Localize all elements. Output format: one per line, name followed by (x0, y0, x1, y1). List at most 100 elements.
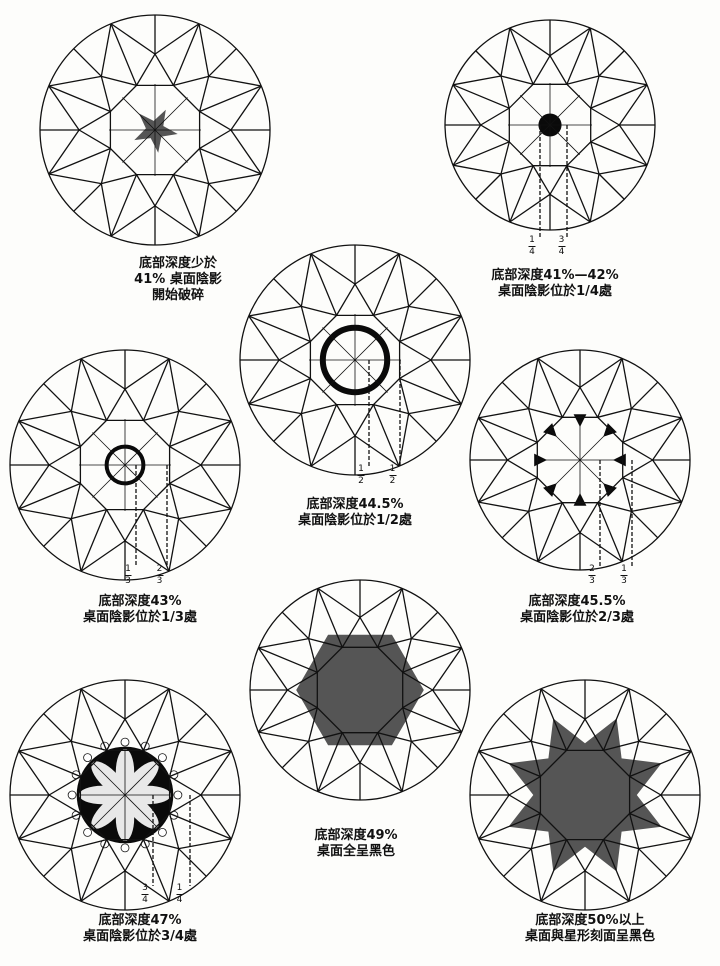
bezel-edge (354, 435, 400, 467)
star-facet-edge (301, 305, 337, 317)
star-facet-edge (124, 388, 145, 421)
bezel-edge (652, 417, 683, 461)
star-facet-edge (78, 110, 111, 131)
bezel-edge (169, 420, 232, 448)
bezel-edge (80, 688, 108, 751)
fraction-bar (176, 894, 183, 895)
bezel-edge (566, 27, 591, 85)
star-facet-edge (398, 378, 410, 414)
star-facet-edge (124, 509, 145, 542)
star-facet-edge (561, 502, 581, 533)
denominator: 3 (125, 576, 131, 586)
bezel-edge (48, 129, 80, 175)
pavilion-reflection (92, 432, 126, 466)
bezel-edge (168, 358, 180, 412)
bezel-edge (48, 147, 111, 175)
upper-girdle-edge (475, 50, 502, 77)
upper-girdle-edge (208, 183, 237, 212)
bezel-edge (631, 408, 682, 419)
bezel-edge (80, 688, 126, 720)
bezel-edge (602, 688, 630, 751)
star-facet-edge (143, 508, 179, 520)
bezel-edge (18, 750, 81, 778)
bezel-edge (310, 435, 356, 467)
upper-girdle-edge (43, 713, 72, 742)
bezel-edge (579, 357, 623, 388)
denominator: 3 (621, 576, 627, 586)
bezel-edge (300, 413, 312, 467)
pavilion-reflection (154, 97, 188, 131)
upper-girdle-edge (178, 518, 207, 547)
bezel-edge (432, 689, 463, 733)
bezel-edge (628, 688, 640, 742)
star-facet-edge (584, 839, 605, 872)
star-facet-edge (628, 741, 640, 777)
bezel-edge (248, 315, 311, 343)
bezel-edge (200, 464, 232, 510)
bezel-edge (589, 27, 600, 77)
bezel-edge (540, 688, 568, 751)
star-facet-edge (101, 75, 137, 87)
star-facet-edge (528, 502, 563, 512)
bezel-edge (18, 420, 50, 466)
diamond-d5 (469, 349, 691, 571)
bezel-edge (430, 359, 462, 405)
caption-line: 桌面陰影位於1/4處 (498, 284, 612, 299)
star-facet-edge (335, 404, 356, 437)
girdle-bead (83, 753, 92, 762)
denominator: 4 (176, 895, 183, 905)
bezel-edge (478, 477, 538, 503)
bezel-edge (18, 812, 81, 840)
bezel-edge (308, 741, 319, 792)
star-facet-edge (549, 55, 568, 85)
bezel-edge (80, 358, 126, 390)
caption-d4: 底部深度43%桌面陰影位於1/3處 (83, 594, 197, 626)
pavilion-reflection (520, 124, 551, 155)
star-facet-edge (402, 707, 412, 742)
bezel-edge (537, 502, 563, 562)
star-facet-edge (198, 148, 210, 184)
upper-girdle-edge (408, 278, 437, 307)
bezel-edge (80, 509, 108, 572)
star-facet-edge (508, 775, 541, 796)
upper-girdle-edge (281, 740, 310, 769)
bezel-edge (18, 508, 72, 520)
star-facet-edge (500, 141, 510, 175)
bezel-edge (248, 377, 311, 405)
bezel-edge (597, 358, 623, 418)
bezel-edge (317, 587, 361, 618)
bezel-edge (80, 358, 108, 421)
bezel-edge (478, 501, 529, 512)
denominator: 3 (156, 576, 163, 586)
star-facet-edge (308, 732, 343, 742)
star-facet-edge (168, 483, 180, 519)
upper-girdle-edge (503, 848, 532, 877)
bezel-edge (399, 377, 462, 405)
fraction-bar (588, 575, 596, 576)
star-facet-edge (100, 76, 112, 112)
star-facet-edge (402, 671, 433, 691)
star-facet-edge (105, 718, 126, 751)
bezel-edge (530, 848, 542, 902)
bezel-edge (110, 23, 138, 86)
denominator: 2 (358, 476, 364, 486)
bezel-edge (142, 839, 170, 902)
bezel-edge (80, 839, 108, 902)
star-facet-edge (500, 75, 534, 85)
upper-girdle-edge (281, 611, 310, 640)
upper-girdle-edge (638, 713, 667, 742)
bezel-edge (589, 173, 600, 223)
bezel-edge (478, 750, 510, 796)
fraction-bar (357, 475, 365, 476)
bezel-edge (398, 253, 410, 307)
bezel-edge (540, 870, 586, 902)
star-facet-edge (590, 107, 620, 126)
bezel-edge (621, 358, 632, 409)
star-facet-edge (135, 53, 156, 86)
bezel-edge (168, 518, 180, 572)
star-facet-edge (168, 741, 180, 777)
bezel-edge (584, 688, 630, 720)
bezel-edge (208, 75, 262, 87)
